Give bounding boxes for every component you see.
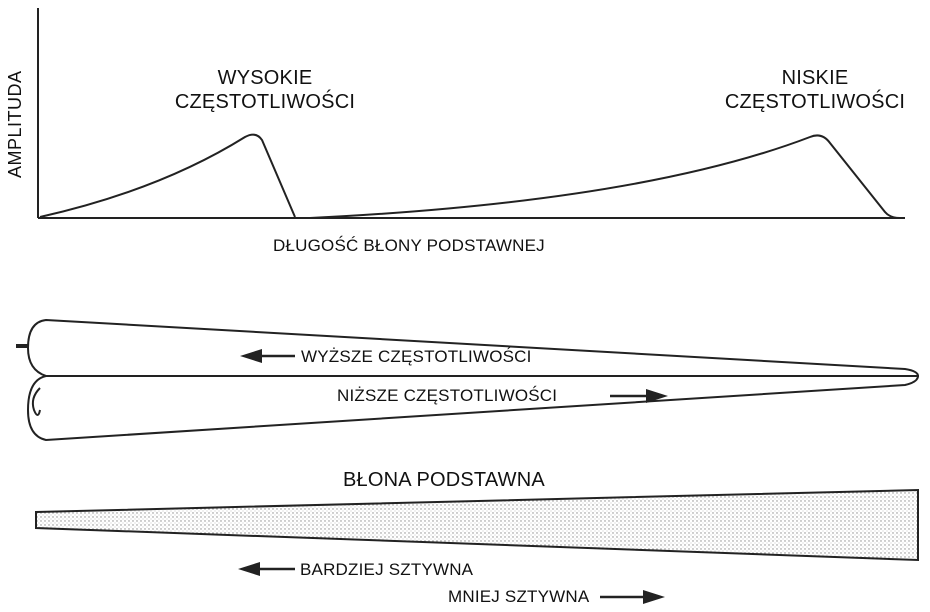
stiffness-arrows [238,562,665,604]
scala-lower-outline [26,375,920,442]
peak-low-label: NISKIE CZĘSTOTLIWOŚCI [705,66,925,114]
arrow-left-head [240,349,262,363]
peak-high-label: WYSOKIE CZĘSTOTLIWOŚCI [155,66,375,114]
graph-axes [37,8,905,219]
basilar-membrane-wedge [35,488,919,562]
cochlea-upper-label: WYŻSZE CZĘSTOTLIWOŚCI [301,347,532,366]
cochlea-lower-label: NIŻSZE CZĘSTOTLIWOŚCI [337,386,558,405]
arrow-right-head [646,389,668,403]
scala-upper-outline [26,318,920,377]
membrane-title: BŁONA PODSTAWNA [343,469,545,491]
cochlea-arrows [240,349,668,403]
low-frequency-envelope [309,134,901,219]
less-stiff-label: MNIEJ SZTYWNA [448,587,590,606]
peak-low-line1: NISKIE [781,67,849,89]
cochlea-outline [16,318,920,442]
peak-high-line2: CZĘSTOTLIWOŚCI [174,91,356,113]
y-axis-label: AMPLITUDA [5,70,25,178]
stiffer-label: BARDZIEJ SZTYWNA [300,560,474,579]
less-stiff-arrow-head [643,590,665,604]
x-axis-label: DŁUGOŚĆ BŁONY PODSTAWNEJ [273,236,545,255]
round-window [31,387,41,416]
peak-high-line1: WYSOKIE [217,67,313,89]
high-frequency-envelope [39,133,296,218]
stiffer-arrow-head [238,562,260,576]
peak-low-line2: CZĘSTOTLIWOŚCI [724,91,906,113]
